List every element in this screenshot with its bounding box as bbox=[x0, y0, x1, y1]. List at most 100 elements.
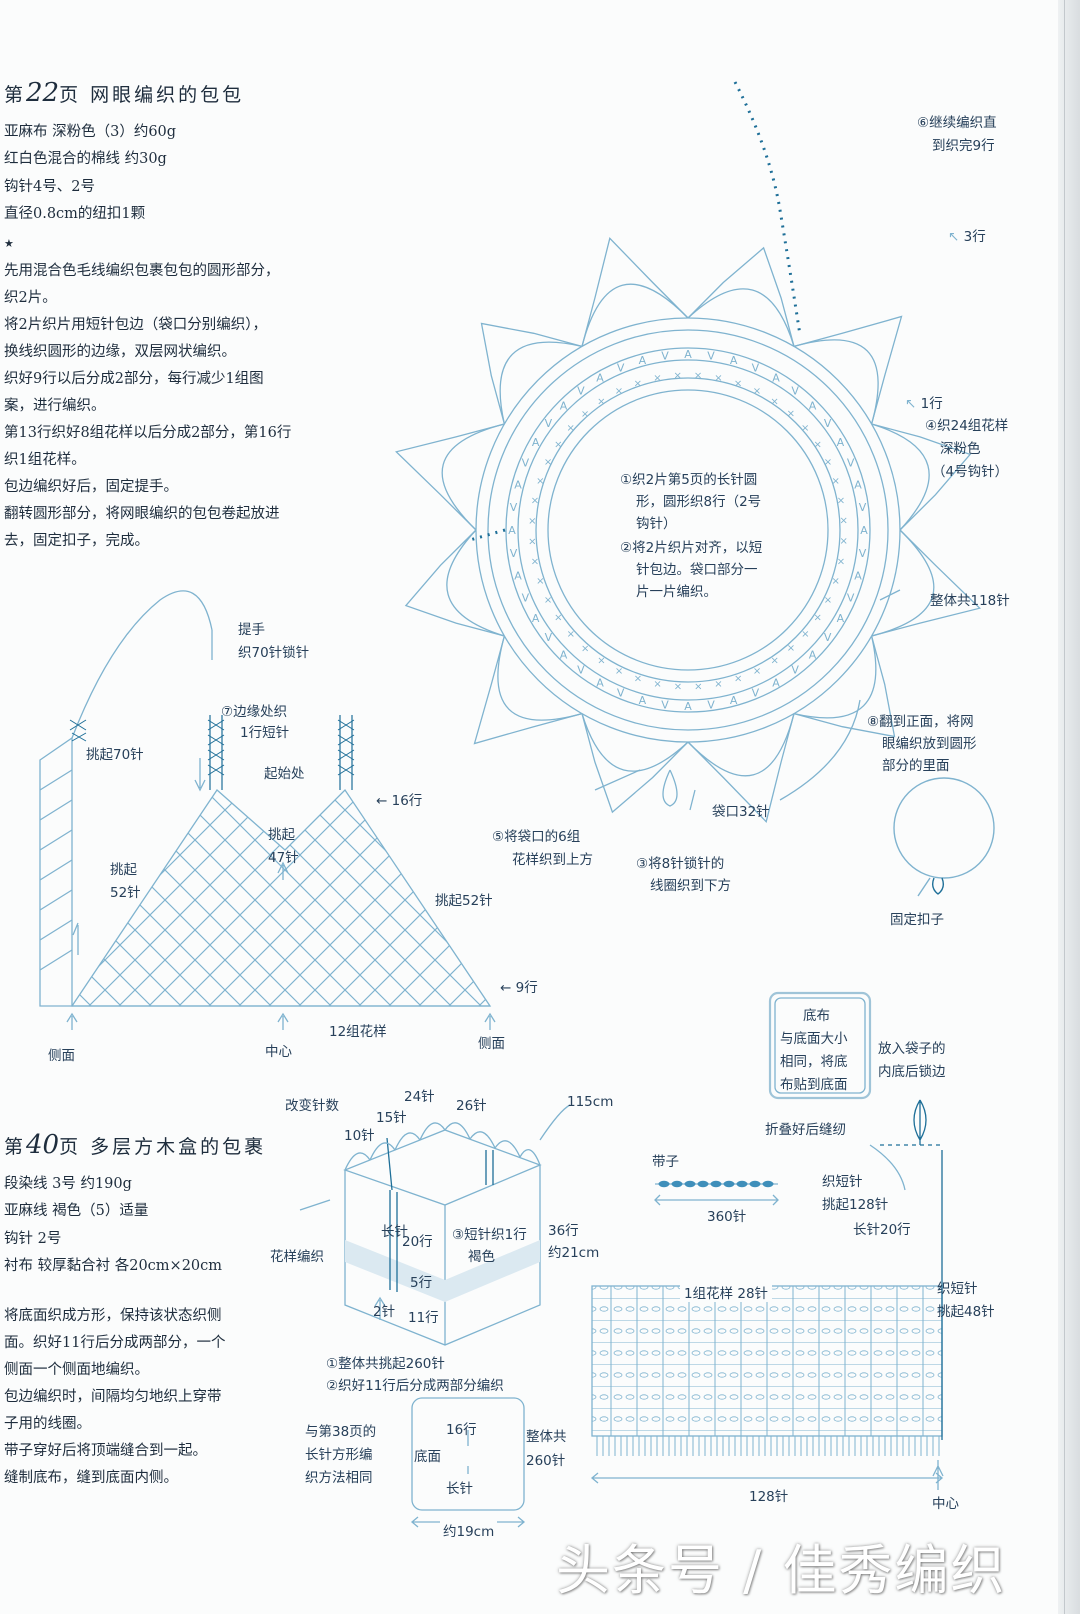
ring-stitch-mark: A bbox=[809, 649, 817, 662]
petal-mesh bbox=[871, 529, 981, 637]
box-loop bbox=[494, 1140, 521, 1158]
ring-stitch-mark: V bbox=[791, 384, 799, 397]
ring-stitch-x: × bbox=[554, 613, 562, 624]
ring-stitch-mark: V bbox=[510, 501, 518, 514]
ring-stitch-mark: A bbox=[837, 612, 845, 625]
label-r20: 20行 bbox=[402, 1234, 433, 1250]
heading-title: 页 多层方木盒的包裹 bbox=[59, 1136, 267, 1158]
label-sq-width: 约19cm bbox=[440, 1520, 498, 1540]
petal-loop bbox=[687, 713, 795, 777]
label-r5: 5行 bbox=[410, 1275, 433, 1291]
label-cloth-a: 底布 bbox=[803, 1008, 830, 1024]
ring-stitch-x: × bbox=[536, 476, 544, 487]
label-pick52a: 挑起 bbox=[110, 862, 137, 878]
label-step4b: 深粉色 bbox=[940, 441, 981, 457]
ring-stitch-mark: A bbox=[772, 372, 780, 385]
ring-stitch-mark: V bbox=[859, 501, 867, 514]
label-pattern28: 1组花样 28针 bbox=[680, 1282, 773, 1302]
ring-stitch-x: × bbox=[554, 439, 562, 450]
box-loop bbox=[394, 1132, 421, 1151]
label-pick52c: 挑起52针 bbox=[435, 893, 493, 909]
ring-stitch-x: × bbox=[832, 576, 840, 587]
ring-stitch-mark: V bbox=[522, 591, 530, 604]
label-inner-a: 放入袋子的 bbox=[878, 1041, 946, 1057]
ring-stitch-x: × bbox=[753, 666, 761, 677]
ring-stitch-mark: V bbox=[824, 417, 832, 430]
petal-mesh bbox=[473, 635, 583, 745]
ring-stitch-mark: A bbox=[730, 354, 738, 367]
step-line: 侧面一个侧面地编织。 bbox=[4, 1362, 149, 1378]
ring-stitch-x: × bbox=[734, 674, 742, 685]
petal-mesh bbox=[395, 423, 505, 531]
ring-stitch-mark: A bbox=[639, 694, 647, 707]
ring-stitch-mark: A bbox=[514, 478, 522, 491]
heading-number: 22 bbox=[26, 78, 60, 108]
box-loop bbox=[519, 1149, 541, 1166]
ring-stitch-mark: V bbox=[617, 687, 625, 700]
label-s24: 24针 bbox=[404, 1089, 435, 1105]
strap-diagram bbox=[590, 991, 944, 1490]
label-mouth32: 袋口32针 bbox=[712, 804, 770, 820]
label-r11: 11行 bbox=[408, 1310, 439, 1326]
strap-chain-dot bbox=[710, 1180, 722, 1188]
label-edge7b: 1行短针 bbox=[240, 725, 290, 741]
ring-stitch-x: × bbox=[567, 423, 575, 434]
label-step8a: ⑧翻到正面，将网 bbox=[867, 714, 974, 730]
material-line: 钩针4号、2号 bbox=[4, 179, 95, 195]
strap-chain-dot bbox=[762, 1180, 774, 1188]
label-long-st: 长针 bbox=[381, 1224, 408, 1240]
label-same-a: 与第38页的 bbox=[305, 1424, 377, 1440]
ring-stitch-x: × bbox=[653, 679, 661, 690]
petal-loop bbox=[793, 339, 879, 425]
heading-prefix: 第 bbox=[4, 1136, 27, 1158]
label-pick47b: 47针 bbox=[268, 850, 299, 866]
material-line: 红白色混合的棉线 约30g bbox=[4, 151, 167, 167]
petal-mesh bbox=[581, 713, 689, 814]
material-line: 亚麻线 褐色（5）适量 bbox=[4, 1203, 149, 1219]
label-total1: ①整体共挑起260针 bbox=[326, 1356, 445, 1372]
step-line: 去，固定扣子，完成。 bbox=[4, 533, 149, 549]
step-line: 包边编织好后，固定提手。 bbox=[4, 479, 178, 495]
petal-mesh bbox=[687, 246, 795, 347]
label-r36b: 约21cm bbox=[548, 1245, 600, 1261]
center-note-2a: ②将2片织片对齐，以短 bbox=[620, 540, 763, 556]
strap-chain-dot bbox=[658, 1180, 670, 1188]
ring-stitch-x: × bbox=[837, 556, 845, 567]
label-r2: 2针 bbox=[373, 1304, 396, 1320]
strap-chain-dot bbox=[684, 1180, 696, 1188]
ring-stitch-mark: V bbox=[617, 361, 625, 374]
step-line: 织好9行以后分成2部分，每行减少1组图 bbox=[4, 371, 264, 387]
material-line: 衬布 较厚黏合衬 各20cm×20cm bbox=[4, 1258, 223, 1274]
step-line: 先用混合色毛线编织包裹包包的圆形部分， bbox=[4, 263, 280, 279]
ring-stitch-x: × bbox=[544, 595, 552, 606]
ring-stitch-x: × bbox=[734, 378, 742, 389]
ring-stitch-mark: A bbox=[596, 676, 604, 689]
small-circle bbox=[893, 777, 995, 897]
ring-stitch-x: × bbox=[536, 576, 544, 587]
section1-heading: 第22页 网眼编织的包包 bbox=[4, 78, 244, 108]
ring-stitch-mark: V bbox=[577, 664, 585, 677]
ring-stitch-x: × bbox=[837, 496, 845, 507]
ring-stitch-x: × bbox=[771, 656, 779, 667]
ring-stitch-x: × bbox=[694, 682, 702, 693]
ring-stitch-x: × bbox=[615, 666, 623, 677]
label-step5b: 花样织到上方 bbox=[512, 852, 593, 868]
label-change: 改变针数 bbox=[285, 1098, 339, 1114]
ring-stitch-x: × bbox=[634, 378, 642, 389]
page-edge bbox=[1058, 0, 1080, 1614]
material-line: 段染线 3号 约190g bbox=[4, 1176, 132, 1192]
step-line: 包边编织时，间隔均匀地织上穿带 bbox=[4, 1389, 222, 1405]
ring-stitch-mark: V bbox=[510, 547, 518, 560]
label-step6b: 到织完9行 bbox=[932, 138, 995, 154]
label-inner-b: 内底后锁边 bbox=[878, 1064, 946, 1080]
petal-loop bbox=[581, 713, 689, 772]
label-same-c: 织方法相同 bbox=[305, 1470, 373, 1486]
label-step6: ⑥继续编织直 bbox=[917, 115, 997, 131]
label-row1: ↖ 1行 bbox=[905, 396, 943, 412]
ring-stitch-mark: V bbox=[847, 457, 855, 470]
ring-stitch-x: × bbox=[814, 613, 822, 624]
label-pattern: 花样编织 bbox=[270, 1249, 324, 1265]
label-sq-bottom: 底面 bbox=[414, 1449, 441, 1465]
label-sq-total-a: 整体共 bbox=[526, 1429, 567, 1445]
ring-stitch-mark: V bbox=[824, 631, 832, 644]
